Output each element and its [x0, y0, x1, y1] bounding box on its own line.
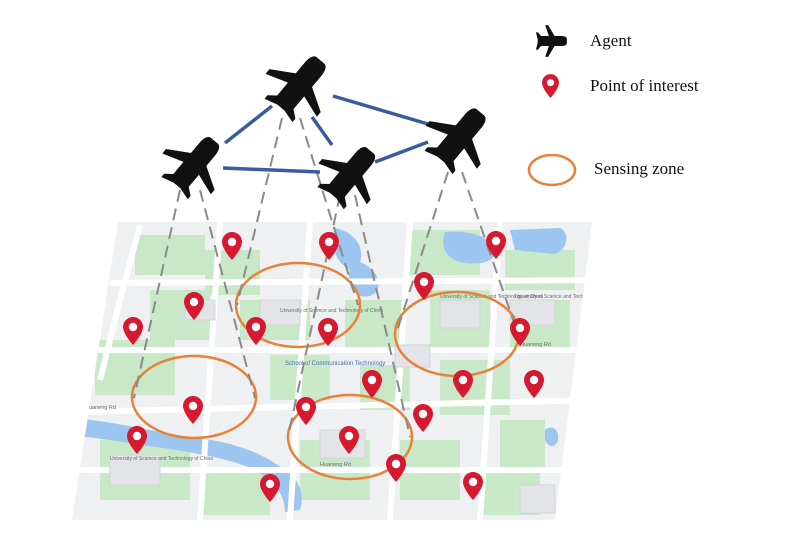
agent-aircraft-icon [412, 90, 507, 184]
map-label: University of Science and Technology of … [280, 308, 383, 314]
legend [527, 25, 577, 187]
agent-aircraft-icon [252, 38, 347, 132]
agent-aircraft-icon [150, 120, 239, 209]
map-labels: University of Science and Technology of … [85, 294, 618, 468]
legend-poi-icon [542, 74, 559, 98]
sensing-zone [234, 261, 362, 349]
map-label: University of Science and Technology of … [110, 456, 213, 462]
map-label: Huaneng Rd [85, 405, 116, 411]
map-label: University of Science and Technology of … [440, 294, 543, 300]
agent-links [222, 94, 429, 174]
legend-zone-label: Sensing zone [594, 159, 685, 178]
map-label: Huaneng Rd [520, 342, 551, 348]
legend-poi-label: Point of interest [590, 76, 699, 95]
legend-agent-icon [535, 25, 567, 57]
map-label: University of Science and Technology of … [515, 294, 618, 300]
agent-aircraft-icon [306, 130, 395, 219]
map-label: Huaneng Rd [320, 462, 351, 468]
legend-agent-label: Agent [590, 31, 632, 50]
sensing-zone [130, 354, 258, 440]
projection-lines [133, 117, 519, 438]
agents [150, 38, 507, 219]
map-label: School of Communication Technology [285, 361, 385, 367]
legend-zone-icon [527, 153, 577, 187]
